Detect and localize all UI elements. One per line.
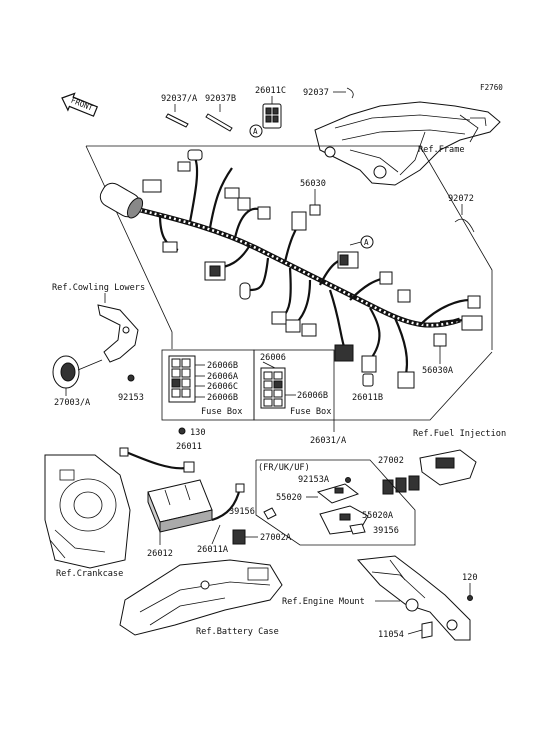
label-56030: 56030 <box>300 179 326 189</box>
horn-27003a <box>52 355 103 389</box>
leader-11054 <box>407 629 423 635</box>
cable-tie-92037a <box>165 113 189 128</box>
engine-mount-sketch <box>356 555 471 641</box>
label-55020: 55020 <box>276 493 302 503</box>
cable-tie-92037b <box>205 113 233 132</box>
region-box <box>255 459 416 546</box>
label-26011: 26011 <box>176 442 202 452</box>
label-26006b-1: 26006B <box>207 361 238 371</box>
front-arrow-icon <box>61 92 99 117</box>
label-92037a: 92037/A <box>161 94 198 104</box>
callout-a-top-letter: A <box>253 127 258 136</box>
region-label: (FR/UK/UF) <box>258 463 310 473</box>
harness-connectors <box>142 149 483 389</box>
callout-a-mid-letter: A <box>364 238 369 247</box>
label-55020a: 55020A <box>362 511 394 521</box>
battery-case-sketch <box>119 559 283 636</box>
pad-39156-right <box>349 523 366 535</box>
relay-27002a <box>232 529 246 545</box>
battery-26012 <box>147 479 213 533</box>
clip-92037 <box>346 87 354 99</box>
battery-cable-26011 <box>119 447 195 473</box>
label-26006: 26006 <box>260 353 286 363</box>
label-26012: 26012 <box>147 549 173 559</box>
label-26011b: 26011B <box>352 393 383 403</box>
label-39156-left: 39156 <box>229 507 255 517</box>
ref-crankcase: Ref.Crankcase <box>56 569 123 579</box>
bolt-92153a <box>345 477 351 483</box>
diagram-code: F2760 <box>480 83 503 92</box>
label-92072: 92072 <box>448 194 474 204</box>
relay-56030 <box>309 204 321 216</box>
crankcase-sketch <box>44 454 131 569</box>
label-27002a: 27002A <box>260 533 292 543</box>
horn-bracket <box>97 304 139 363</box>
connector-26011c <box>262 103 282 129</box>
bracket-11054 <box>421 621 433 639</box>
label-11054: 11054 <box>378 630 404 640</box>
label-92037: 92037 <box>303 88 329 98</box>
label-26006a: 26006A <box>207 372 239 382</box>
pad-39156-left <box>263 507 277 520</box>
label-92153: 92153 <box>118 393 144 403</box>
label-56030a: 56030A <box>422 366 454 376</box>
callout-a-top <box>249 124 263 138</box>
leader-26011a <box>211 524 221 545</box>
label-26011c: 26011C <box>255 86 286 96</box>
ref-frame: Ref.Frame <box>418 145 465 155</box>
label-26006c: 26006C <box>207 382 238 392</box>
connector-26011b <box>362 373 374 387</box>
ref-battery-case: Ref.Battery Case <box>196 627 279 637</box>
leader-callout-a-mid <box>349 241 362 246</box>
bolt-120 <box>467 595 473 601</box>
battery-cable-26011a <box>211 483 245 522</box>
label-92037b: 92037B <box>205 94 236 104</box>
relay-56030a <box>433 333 447 347</box>
label-92153a: 92153A <box>298 475 330 485</box>
fuse-box-1 <box>161 349 255 421</box>
label-26006b-3: 26006B <box>297 391 328 401</box>
fuse-box-2-label: Fuse Box <box>290 407 331 417</box>
fuel-injection-bracket <box>419 449 477 486</box>
ref-engine-mount: Ref.Engine Mount <box>282 597 365 607</box>
bracket-55020 <box>316 483 360 504</box>
clip-92072 <box>454 218 475 233</box>
label-120: 120 <box>462 573 478 583</box>
label-27003a: 27003/A <box>54 398 91 408</box>
label-39156-right: 39156 <box>373 526 399 536</box>
label-27002: 27002 <box>378 456 404 466</box>
label-26031a: 26031/A <box>310 436 347 446</box>
nut-92153 <box>127 374 135 382</box>
frame-sketch <box>314 101 501 186</box>
bolt-130 <box>178 427 186 435</box>
label-130: 130 <box>190 428 206 438</box>
ref-cowling-lowers: Ref.Cowling Lowers <box>52 283 145 293</box>
fuse-box-2 <box>253 349 335 421</box>
fuse-box-1-label: Fuse Box <box>201 407 242 417</box>
label-26011a: 26011A <box>197 545 229 555</box>
ref-fuel-injection: Ref.Fuel Injection <box>413 429 506 439</box>
relays-27002 <box>382 475 420 495</box>
label-26006b-2: 26006B <box>207 393 238 403</box>
